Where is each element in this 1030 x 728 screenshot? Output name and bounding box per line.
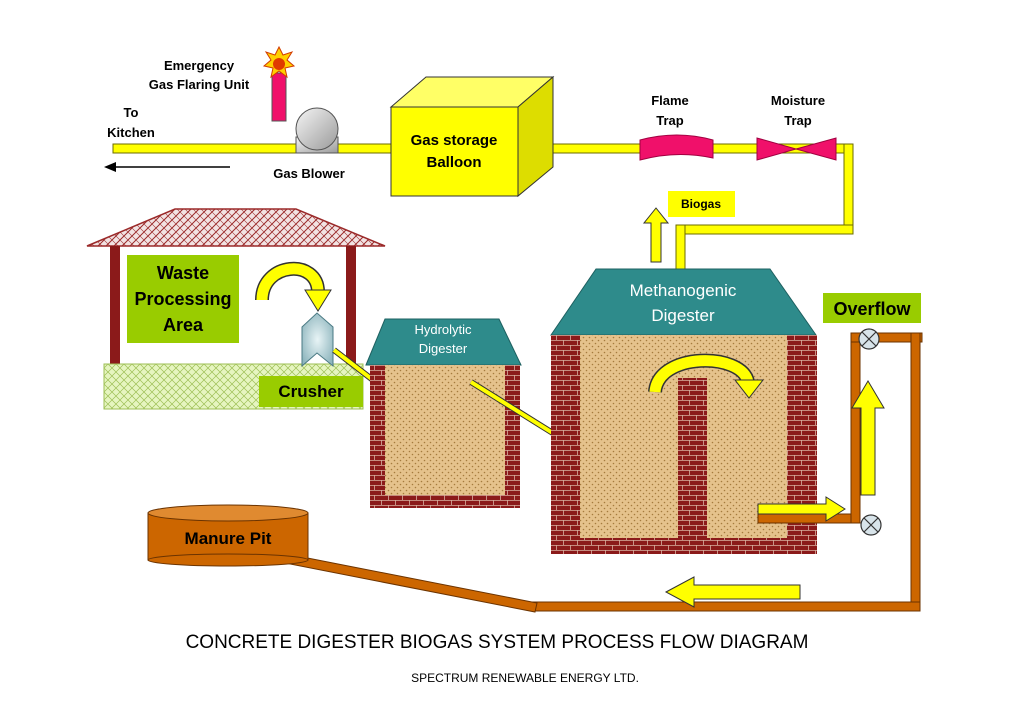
flame-trap-label-line1: Flame	[651, 93, 689, 108]
circulation-arrow	[648, 353, 765, 399]
hydrolytic-digester	[365, 318, 522, 508]
moisture-trap	[756, 137, 837, 161]
hydrolytic-label-line1: Hydrolytic	[414, 322, 472, 337]
crusher-feed-arrow	[255, 262, 332, 312]
hydrolytic-label-line2: Digester	[419, 341, 468, 356]
diagram-subtitle: SPECTRUM RENEWABLE ENERGY LTD.	[411, 671, 639, 685]
waste-label-line3: Area	[163, 315, 204, 335]
gas-blower	[295, 107, 339, 154]
diagram-title: CONCRETE DIGESTER BIOGAS SYSTEM PROCESS …	[186, 632, 809, 653]
moisture-trap-label-line2: Trap	[784, 113, 812, 128]
gas-storage-balloon	[389, 75, 555, 198]
flame-trap-label-line2: Trap	[656, 113, 684, 128]
moisture-trap-label-line1: Moisture	[771, 93, 825, 108]
waste-label-line1: Waste	[157, 263, 209, 283]
flaring-label-line2: Gas Flaring Unit	[149, 77, 250, 92]
flame-trap	[639, 134, 714, 161]
balloon-label-line2: Balloon	[427, 154, 482, 171]
overflow-label-box	[823, 293, 921, 323]
balloon-label-line1: Gas storage	[411, 132, 498, 149]
kitchen-label-line2: Kitchen	[107, 125, 155, 140]
biogas-label: Biogas	[681, 197, 721, 211]
overflow-valve-bottom	[860, 514, 882, 536]
overflow-up-arrow	[851, 380, 885, 496]
crusher-label: Crusher	[278, 382, 344, 401]
to-kitchen-arrow	[104, 162, 230, 172]
emergency-flaring-unit	[262, 45, 296, 122]
crusher-label-box	[259, 376, 363, 407]
methanogenic-label-line2: Digester	[651, 306, 715, 325]
return-left-arrow	[664, 576, 801, 608]
flaring-label-line1: Emergency	[164, 58, 235, 73]
gas-blower-label: Gas Blower	[273, 166, 345, 181]
waste-processing-label-box	[127, 255, 239, 343]
overflow-pipe	[279, 332, 923, 613]
overflow-label: Overflow	[833, 299, 911, 319]
waste-processing-shed	[86, 208, 386, 410]
waste-label-line2: Processing	[134, 289, 231, 309]
kitchen-label-line1: To	[124, 105, 139, 120]
crusher	[301, 312, 334, 368]
biogas-arrow	[642, 207, 670, 263]
outflow-right-arrow	[757, 496, 846, 522]
biogas-label-box	[668, 191, 735, 217]
methanogenic-label-line1: Methanogenic	[630, 281, 737, 300]
manure-pit	[147, 504, 309, 567]
manure-pit-label: Manure Pit	[185, 529, 272, 548]
overflow-valve-top	[858, 328, 880, 350]
